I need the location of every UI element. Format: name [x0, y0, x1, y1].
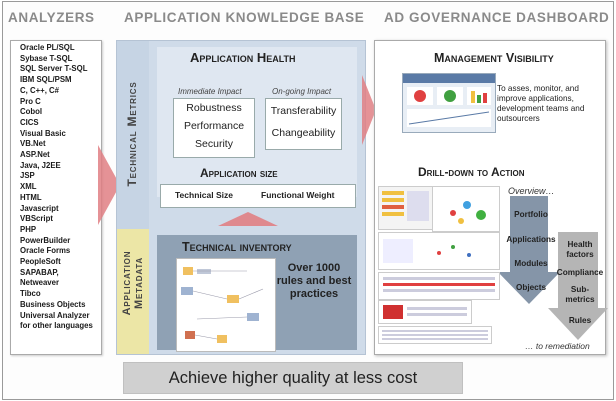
- analyzer-item: Java, J2EE: [20, 160, 61, 170]
- analyzer-item: JSP: [20, 171, 35, 181]
- drill-down-title: Drill-down to Action: [418, 165, 525, 179]
- application-health-title: Application Health: [190, 50, 296, 65]
- drill-thumb-5: [378, 300, 472, 324]
- technical-metrics-band: [117, 41, 149, 229]
- inventory-graph-image: [177, 259, 275, 351]
- metric-performance: Performance: [183, 120, 245, 132]
- metric-changeability: Changeability: [271, 127, 336, 139]
- analyzer-item: Business Objects: [20, 299, 86, 309]
- analyzer-item: ASP.Net: [20, 150, 50, 160]
- immediate-impact-label: Immediate Impact: [178, 87, 242, 96]
- drill-objects: Objects: [515, 283, 547, 292]
- analyzer-item: Oracle Forms: [20, 246, 71, 256]
- application-size-title: Application size: [200, 166, 278, 180]
- metadata-label-1: Application: [121, 250, 133, 316]
- thumb-5-image: [383, 305, 467, 319]
- drill-thumb-3: [378, 232, 500, 270]
- analyzer-item: Tibco: [20, 289, 41, 299]
- management-dashboard-screenshot: [402, 73, 496, 133]
- management-visibility-description: To asses, monitor, and improve applicati…: [497, 84, 585, 123]
- overview-label: Overview…: [508, 186, 555, 196]
- analyzer-item: Cobol: [20, 107, 43, 117]
- analyzers-title: ANALYZERS: [8, 10, 95, 25]
- functional-weight-label: Functional Weight: [261, 190, 335, 200]
- governance-title: AD GOVERNANCE DASHBOARD: [384, 10, 610, 25]
- metadata-band: [117, 229, 149, 354]
- analyzer-item: SQL Server T-SQL: [20, 64, 88, 74]
- thumb-1-image: [382, 191, 429, 221]
- inventory-description: Over 1000 rules and best practices: [276, 262, 352, 300]
- analyzer-item: Sybase T-SQL: [20, 53, 73, 63]
- metadata-label-2: Metadata: [133, 257, 145, 310]
- ongoing-impact-label: On-going Impact: [272, 87, 332, 96]
- drill-thumb-6: [378, 326, 492, 344]
- analyzer-item: VBScript: [20, 214, 53, 224]
- up-arrow: [218, 212, 278, 226]
- footer-text: Achieve higher quality at less cost: [168, 369, 418, 387]
- compliance-arrow: [548, 232, 608, 340]
- drill-sub-metrics: Sub-metrics: [565, 285, 595, 304]
- dashboard-thumbnail-image: [403, 74, 495, 127]
- flow-arrow-2: [362, 75, 376, 145]
- analyzer-item: VB.Net: [20, 139, 46, 149]
- drill-thumb-1: [378, 186, 434, 230]
- ongoing-impact-box: Transferability Changeability: [265, 98, 342, 150]
- analyzer-item: Universal Analyzer: [20, 310, 90, 320]
- immediate-impact-box: Robustness Performance Security: [173, 98, 255, 158]
- metric-security: Security: [195, 138, 233, 150]
- flow-arrow-1: [98, 145, 120, 225]
- analyzer-item: Pro C: [20, 96, 41, 106]
- drill-rules: Rules: [568, 316, 592, 325]
- analyzer-item: PeopleSoft: [20, 257, 61, 267]
- technical-size-label: Technical Size: [175, 190, 233, 200]
- knowledge-base-title: APPLICATION KNOWLEDGE BASE: [124, 10, 365, 25]
- thumb-6-image: [382, 330, 488, 340]
- inventory-screenshot: [176, 258, 276, 352]
- drill-down-arrow: [500, 196, 560, 304]
- analyzer-item: for other languages: [20, 321, 93, 331]
- drill-health-factors: Health factors: [566, 240, 594, 259]
- drill-thumb-2: [432, 186, 500, 232]
- analyzer-item: XML: [20, 182, 37, 192]
- drill-applications: Applications: [506, 235, 556, 244]
- analyzer-item: SAPABAP,: [20, 267, 59, 277]
- technical-metrics-label: Technical Metrics: [125, 81, 139, 187]
- management-visibility-title: Management Visibility: [434, 51, 554, 65]
- drill-modules: Modules: [514, 259, 548, 268]
- metric-transferability: Transferability: [270, 105, 337, 117]
- thumb-2-image: [450, 201, 486, 224]
- analyzer-item: Oracle PL/SQL: [20, 43, 75, 52]
- application-size-box: Technical Size Functional Weight: [160, 184, 356, 208]
- analyzer-item: C, C++, C#: [20, 85, 59, 95]
- drill-compliance: Compliance: [556, 268, 604, 277]
- drill-portfolio: Portfolio: [514, 210, 548, 219]
- footer-banner: Achieve higher quality at less cost: [123, 362, 463, 394]
- thumb-3-image: [383, 239, 471, 263]
- analyzer-item: Visual Basic: [20, 128, 66, 138]
- analyzer-item: Javascript: [20, 203, 59, 213]
- analyzer-item: IBM SQL/PSM: [20, 75, 72, 85]
- drill-thumb-4: [378, 272, 500, 300]
- analyzer-item: HTML: [20, 192, 42, 202]
- metric-robustness: Robustness: [186, 102, 242, 114]
- remediation-label: … to remediation: [525, 341, 590, 351]
- analyzer-item: Netweaver: [20, 278, 60, 288]
- analyzer-item: CICS: [20, 117, 39, 127]
- analyzer-item: PowerBuilder: [20, 235, 71, 245]
- analyzer-item: PHP: [20, 224, 37, 234]
- technical-inventory-title: Technical inventory: [182, 240, 292, 254]
- thumb-4-image: [383, 277, 495, 292]
